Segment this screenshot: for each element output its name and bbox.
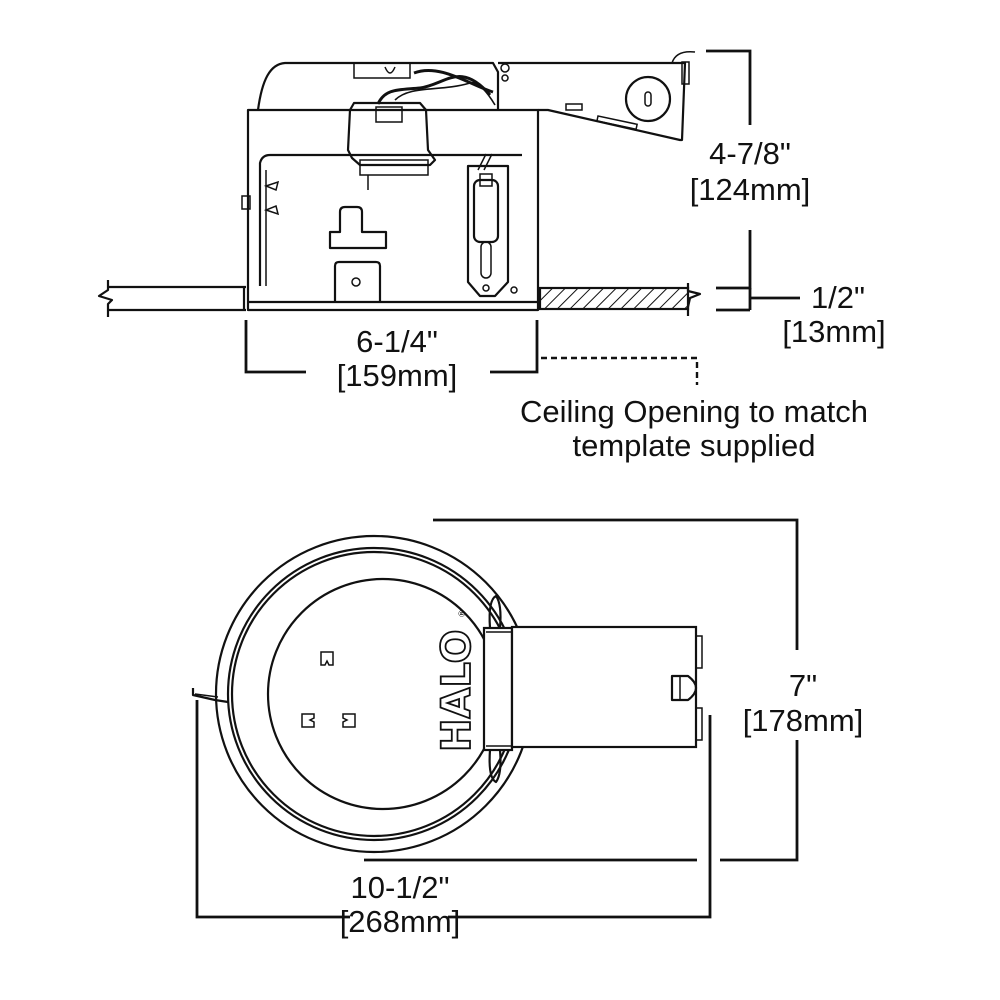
ceiling-left — [97, 280, 246, 317]
length-dimension: 10-1/2" [268mm] — [195, 700, 712, 939]
brand-logo-text: HALO — [434, 630, 480, 753]
height-imperial: 4-7/8" — [709, 136, 791, 171]
junction-box-top — [510, 625, 703, 749]
knockouts — [301, 651, 356, 728]
height-metric: [124mm] — [690, 172, 811, 207]
wire-lead — [191, 688, 229, 704]
ceiling-opening-note: Ceiling Opening to match template suppli… — [520, 394, 868, 463]
width-dimension: 6-1/4" [159mm] — [244, 320, 699, 393]
mounting-bracket — [498, 50, 696, 142]
thickness-imperial: 1/2" — [811, 280, 865, 315]
ceiling-right-hatched — [538, 283, 702, 316]
halo-logo: HALO — [433, 629, 481, 753]
depth-dimension: 7" [178mm] — [364, 518, 864, 862]
note-line-2: template supplied — [573, 428, 816, 463]
side-view: 4-7/8" [124mm] 1/2" [13mm] 6-1/4" [159mm… — [97, 49, 886, 463]
registered-mark: ® — [458, 609, 468, 618]
width-imperial: 6-1/4" — [356, 324, 438, 359]
housing-body — [241, 101, 540, 312]
depth-imperial: 7" — [789, 668, 817, 703]
ceiling-thickness-dimension: 1/2" [13mm] — [716, 280, 886, 349]
note-line-1: Ceiling Opening to match — [520, 394, 868, 429]
depth-metric: [178mm] — [743, 703, 864, 738]
length-imperial: 10-1/2" — [351, 870, 450, 905]
width-metric: [159mm] — [337, 358, 458, 393]
length-metric: [268mm] — [340, 904, 461, 939]
junction-box — [256, 61, 510, 111]
thickness-metric: [13mm] — [782, 314, 885, 349]
height-dimension: 4-7/8" [124mm] — [690, 49, 811, 290]
top-view: HALO ® 7" [178mm] — [191, 518, 864, 939]
